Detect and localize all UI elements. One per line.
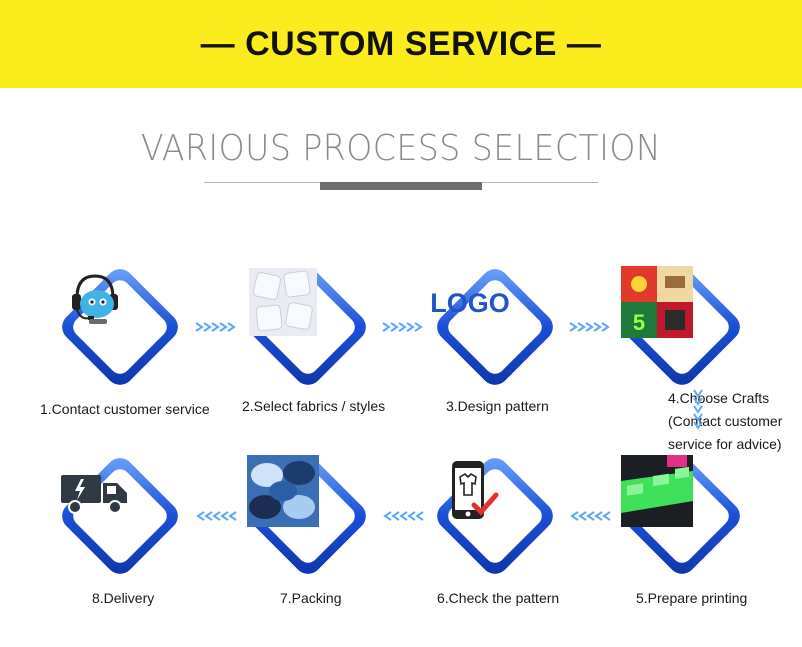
phone-check-icon <box>452 461 499 519</box>
step-8-frame <box>55 451 185 581</box>
connector-4-5 <box>692 388 704 432</box>
header-banner: — CUSTOM SERVICE — <box>0 0 802 88</box>
step-3-frame: LOGO <box>430 262 560 392</box>
title-underline-accent <box>320 182 482 190</box>
connector-7-8 <box>194 510 238 522</box>
step-4-label: 4.Choose Crafts (Contact customer servic… <box>668 387 782 456</box>
step-7-label: 7.Packing <box>280 590 342 606</box>
connector-3-4 <box>568 321 612 333</box>
step-7-frame <box>243 451 373 581</box>
step-8-label: 8.Delivery <box>92 590 155 606</box>
banner-title: — CUSTOM SERVICE — <box>200 24 602 63</box>
print-table-icon <box>621 455 693 527</box>
step-1-frame <box>55 262 185 392</box>
step-5-label: 5.Prepare printing <box>636 590 748 606</box>
step-4-label-line-1: 4.Choose Crafts <box>668 390 770 406</box>
delivery-truck-icon <box>61 475 127 514</box>
step-2-frame <box>243 262 373 392</box>
logo-text-icon: LOGO <box>430 288 510 318</box>
crafts-collage-icon: 5 <box>621 266 693 338</box>
step-1-label: 1.Contact customer service <box>40 401 210 417</box>
connector-6-7 <box>381 510 425 522</box>
step-6-label: 6.Check the pattern <box>437 590 560 606</box>
packed-garments-icon <box>247 455 319 527</box>
step-6-frame <box>430 451 560 581</box>
step-3-label: 3.Design pattern <box>446 398 549 414</box>
connector-5-6 <box>568 510 612 522</box>
svg-text:LOGO: LOGO <box>430 288 510 318</box>
headset-robot-icon <box>72 274 118 324</box>
step-4-label-line-2: (Contact customer <box>668 413 783 429</box>
step-2-label: 2.Select fabrics / styles <box>242 398 386 414</box>
connector-1-2 <box>194 321 238 333</box>
connector-2-3 <box>381 321 425 333</box>
step-4-label-line-3: service for advice) <box>668 436 782 452</box>
section-title: VARIOUS PROCESS SELECTION <box>140 128 662 169</box>
fabric-swatch-icon <box>249 268 317 336</box>
step-5-frame <box>617 451 747 581</box>
step-4-frame: 5 <box>617 262 747 392</box>
svg-text:5: 5 <box>633 310 645 335</box>
